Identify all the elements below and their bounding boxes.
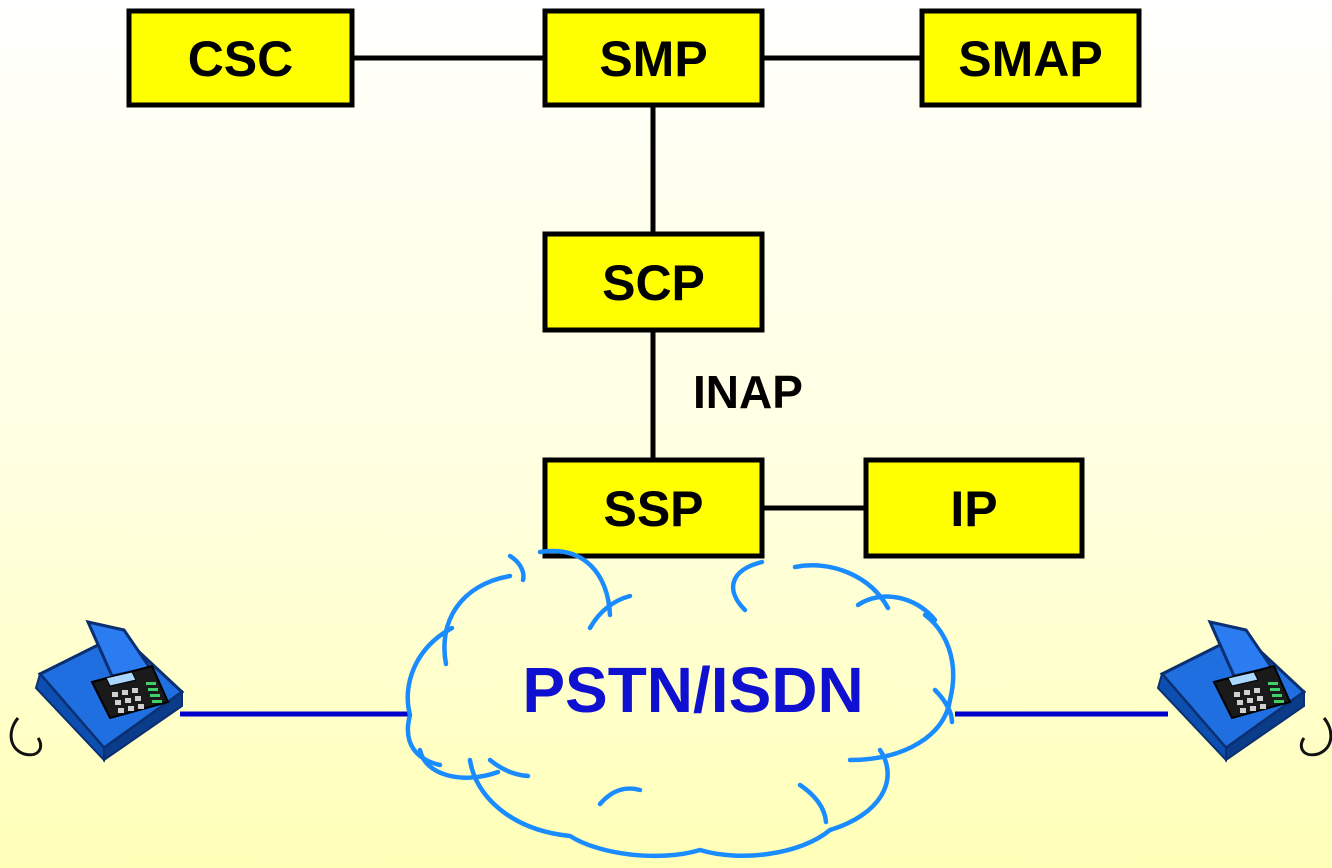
node-csc-label: CSC [188,31,294,87]
node-smp: SMP [542,8,765,108]
node-ssp: SSP [542,457,765,559]
node-csc: CSC [126,8,355,108]
node-ssp-label: SSP [603,481,703,537]
node-scp: SCP [542,231,765,333]
edge-label-inap: INAP [693,366,803,418]
node-smap-label: SMAP [958,31,1102,87]
connections [180,55,1168,717]
telephone-icon [9,619,185,763]
node-smap: SMAP [919,8,1142,108]
telephone-icon [1156,619,1332,763]
network-label: PSTN/ISDN [522,654,863,726]
node-smp-label: SMP [599,31,707,87]
node-scp-label: SCP [602,255,705,311]
node-ip-label: IP [950,481,997,537]
node-ip: IP [863,457,1085,559]
network-cloud: PSTN/ISDN [405,548,956,859]
